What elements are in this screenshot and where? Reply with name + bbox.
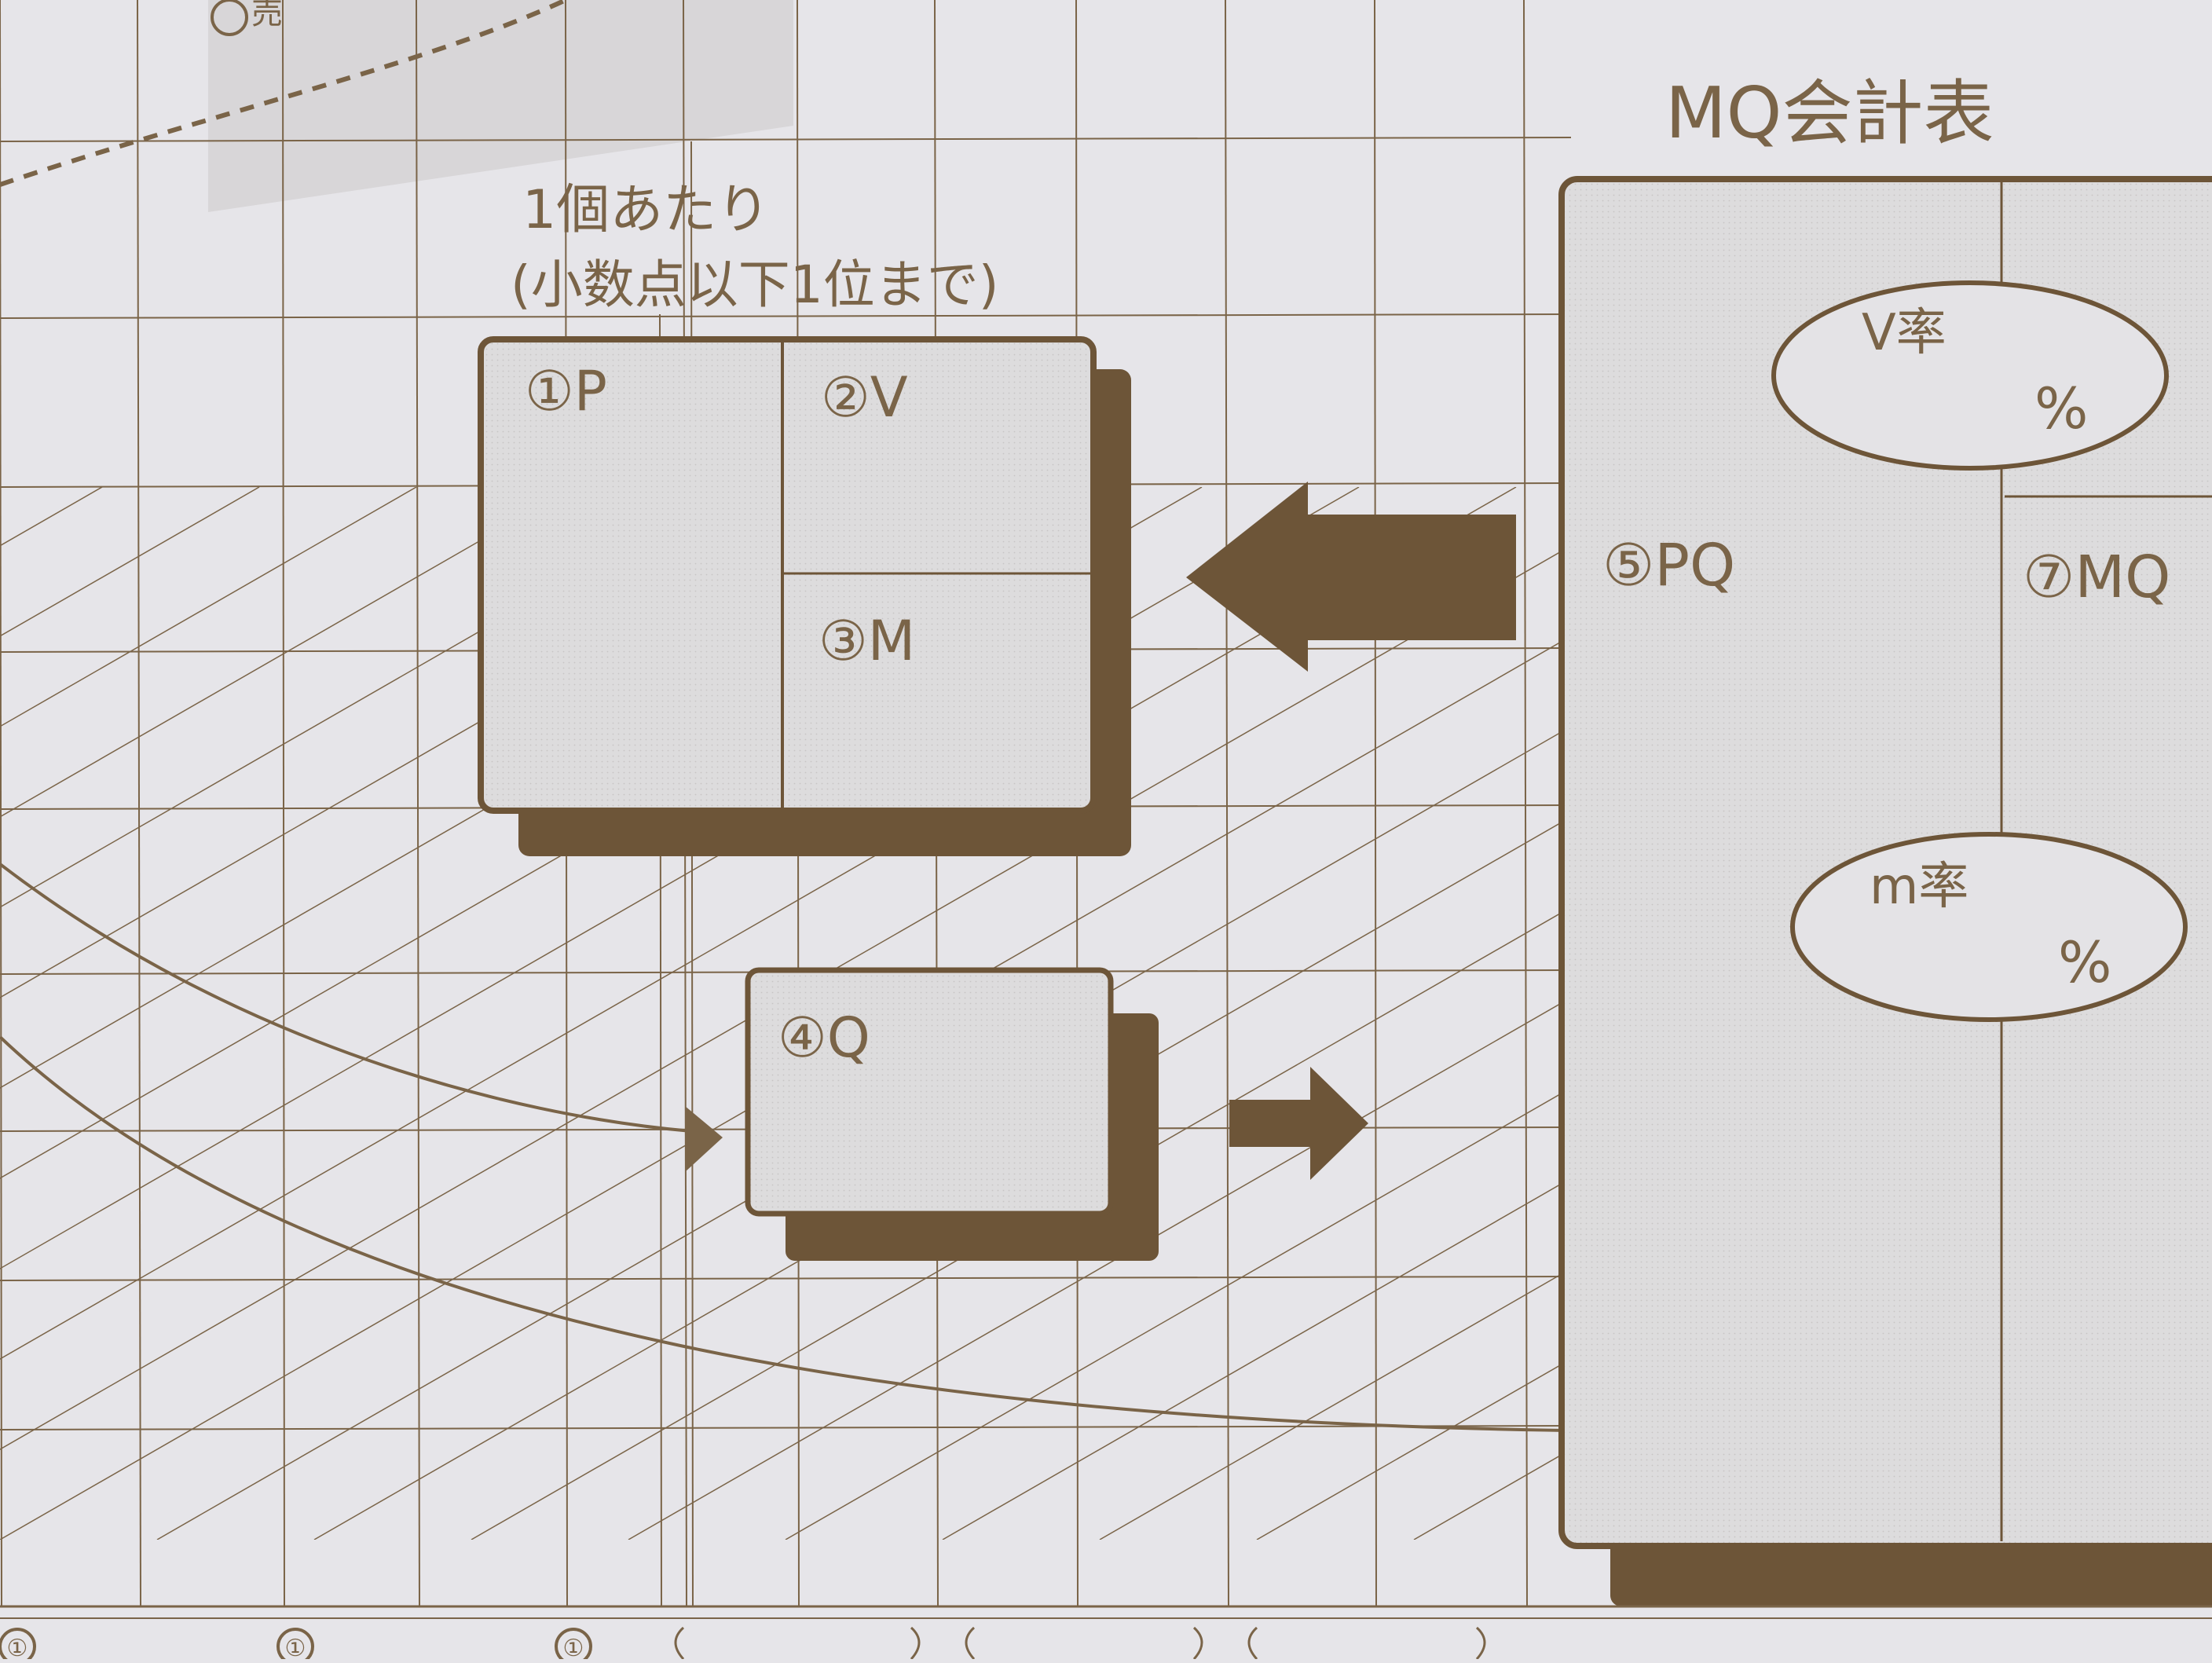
m-label: ③M [819,609,915,673]
grid-vertical-line [1374,0,1377,1607]
p-label: ①P [525,359,607,423]
curve-to-q [0,863,692,1133]
arrowhead-to-q-icon [685,1106,723,1172]
grid-vertical-line [1523,0,1528,1607]
grid-diagonal-line [0,487,417,727]
m-rate-label: m率 [1870,858,1968,916]
grid-horizontal-line [0,1425,1572,1430]
mq-label: ⑦MQ [2023,544,2170,611]
grid-diagonal-line [0,487,731,908]
m-rate-ellipse [1790,832,2188,1022]
curve-to-pq [0,1035,1666,1433]
pq-label: ⑤PQ [1602,532,1735,599]
v-rate-ellipse [1771,280,2169,471]
shaded-band [208,0,793,212]
v-rate-percent: % [2034,375,2088,441]
fragment-label: 売 [251,0,283,31]
big-left-arrow-icon [1186,482,1516,672]
bottom-marker-2: ① [285,1635,306,1659]
bottom-marker-3: ① [563,1635,584,1659]
grid-diagonal-line [0,487,574,818]
small-right-arrow-icon [1229,1067,1368,1180]
grid-vertical-line [282,0,285,1607]
grid-diagonal-line [942,1178,1571,1540]
mq-table-title: MQ会計表 [1665,72,1994,155]
q-box [745,967,1114,1217]
q-label: ④Q [778,1005,870,1070]
grid-horizontal-line [0,1276,1572,1281]
grid-vertical-line [0,0,2,1607]
grid-horizontal-line [0,137,1572,142]
top-fragment: 売 [211,0,283,36]
v-rate-label: V率 [1862,304,1946,362]
per-unit-label: 1個あたり [522,179,770,241]
grid-diagonal-line [785,1087,1571,1540]
pvm-box [478,336,1097,814]
grid-diagonal-line [1099,1268,1571,1540]
grid-vertical-line [416,0,420,1607]
grid-vertical-line [1225,0,1229,1607]
bottom-brackets [674,1626,1486,1661]
bottom-marker-1: ① [7,1635,28,1659]
decimal-note: (小数点以下1位まで) [511,255,999,315]
grid-diagonal-line [628,997,1571,1540]
grid-horizontal-line [0,313,1572,319]
m-rate-percent: % [2058,929,2111,995]
grid-vertical-line [137,0,141,1607]
grid-diagonal-line [0,487,1517,1360]
grid-diagonal-line [313,815,1571,1540]
v-label: ②V [821,365,908,430]
